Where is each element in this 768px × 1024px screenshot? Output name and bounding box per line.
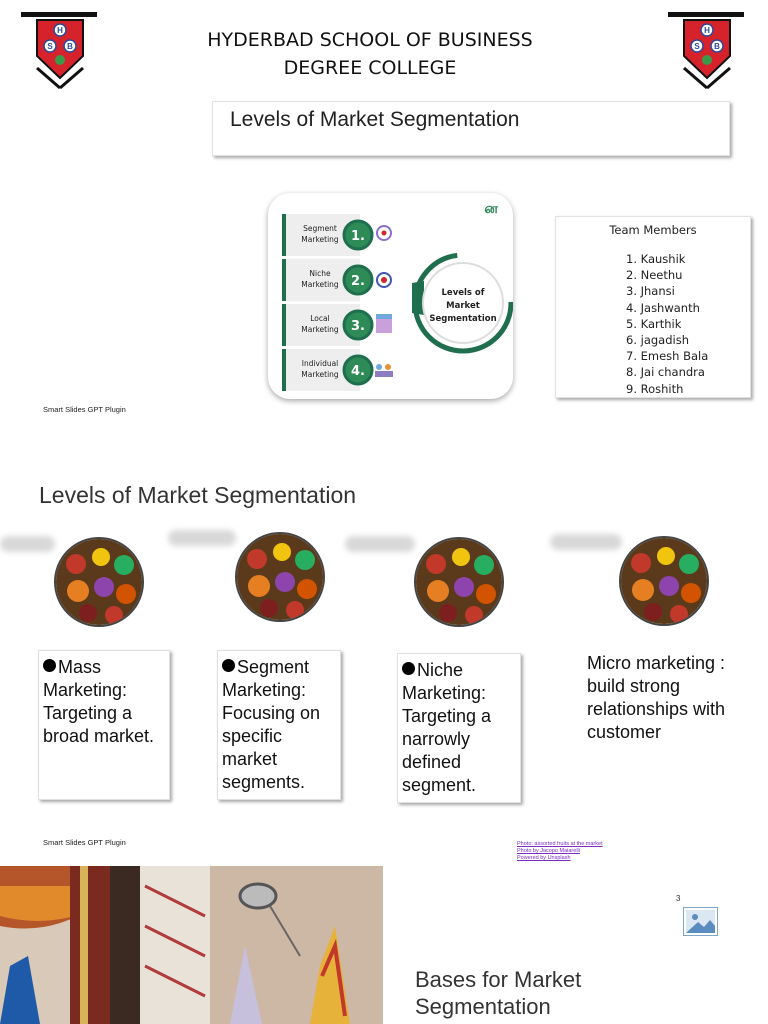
row-label-line1: Individual xyxy=(302,359,339,368)
infographic-row: 4. Individual Marketing xyxy=(282,349,393,391)
bullet-icon xyxy=(43,659,56,672)
page-number: 3 xyxy=(676,894,681,903)
team-member: 7. Emesh Bala xyxy=(626,349,709,364)
card-text: Niche Marketing: Targeting a narrowly de… xyxy=(402,660,492,795)
card-text: Mass Marketing: Targeting a broad market… xyxy=(43,657,155,746)
target-icon xyxy=(376,225,392,241)
logo-letter: B xyxy=(67,42,73,51)
segment-card-mass: Mass Marketing: Targeting a broad market… xyxy=(38,650,170,800)
brand-logo-icon: ன xyxy=(484,201,498,217)
micro-marketing-text: Micro marketing : build strong relations… xyxy=(587,653,726,742)
fruit-market-photo xyxy=(54,537,144,627)
plugin-footer: Smart Slides GPT Plugin xyxy=(43,405,126,414)
team-member: 8. Jai chandra xyxy=(626,365,705,380)
team-heading: Team Members xyxy=(609,223,697,237)
people-icon xyxy=(375,364,393,377)
dartboard-icon xyxy=(376,272,392,288)
logo-letter: B xyxy=(714,42,720,51)
fruit-market-photo xyxy=(414,537,504,627)
team-member: 2. Neethu xyxy=(626,268,683,283)
bullet-icon xyxy=(402,662,415,675)
logo-letter: H xyxy=(704,26,710,35)
team-member: 3. Jhansi xyxy=(626,284,675,299)
college-logo-right: H S B xyxy=(662,8,752,98)
segment-card-niche: Niche Marketing: Targeting a narrowly de… xyxy=(397,653,521,803)
team-member: 9. Roshith xyxy=(626,381,684,396)
blurred-decoration xyxy=(345,536,415,552)
center-label-line2: Market xyxy=(446,301,480,311)
college-logo-left: H S B xyxy=(15,8,105,98)
center-label-line3: Segmentation xyxy=(429,314,496,324)
team-member: 6. jagadish xyxy=(626,333,689,348)
infographic-row: 2. Niche Marketing xyxy=(282,259,392,301)
image-placeholder-icon xyxy=(683,907,718,936)
college-name: HYDERBAD SCHOOL OF BUSINESS DEGREE COLLE… xyxy=(170,26,570,82)
row-label-line2: Marketing xyxy=(301,325,339,334)
photo-credit-link[interactable]: Photo by Jacopo Maiarelli xyxy=(517,848,580,854)
infographic-row: 3. Local Marketing xyxy=(282,304,392,346)
fruit-market-photo xyxy=(235,532,325,622)
row-label-line1: Local xyxy=(310,314,329,323)
segmentation-infographic: ன 1. Segment Marketing 2. Niche Marketin… xyxy=(268,193,513,399)
photo-credit-link[interactable]: Photo: assorted fruits at the market xyxy=(517,841,603,847)
shop-icon xyxy=(376,314,392,333)
center-label-line1: Levels of xyxy=(442,288,485,298)
row-label-line2: Marketing xyxy=(301,370,339,379)
row-number: 2. xyxy=(351,274,365,289)
row-number: 4. xyxy=(351,364,365,379)
team-member: 1. Kaushik xyxy=(626,252,686,266)
team-member: 4. Jashwanth xyxy=(626,300,700,315)
logo-letter: S xyxy=(694,42,700,51)
bullet-icon xyxy=(222,659,235,672)
blurred-decoration xyxy=(168,530,236,546)
team-list: 1. Kaushik 2. Neethu 3. Jhansi 4. Jashwa… xyxy=(626,251,750,397)
row-label-line2: Marketing xyxy=(301,235,339,244)
row-label-line1: Segment xyxy=(303,224,337,233)
slide1-title: Levels of Market Segmentation xyxy=(212,101,730,156)
plugin-footer: Smart Slides GPT Plugin xyxy=(43,838,126,847)
blurred-decoration xyxy=(0,536,55,552)
textile-market-photo xyxy=(0,866,383,1024)
team-members-box: Team Members 1. Kaushik 2. Neethu 3. Jha… xyxy=(555,216,751,398)
logo-letter: H xyxy=(57,26,63,35)
row-label-line2: Marketing xyxy=(301,280,339,289)
blurred-decoration xyxy=(550,534,622,550)
segment-card-segment: Segment Marketing: Focusing on specific … xyxy=(217,650,341,800)
card-text: Segment Marketing: Focusing on specific … xyxy=(222,657,321,792)
college-name-line1: HYDERBAD SCHOOL OF BUSINESS xyxy=(207,29,533,51)
photo-credit-link[interactable]: Powered by Unsplash xyxy=(517,855,571,861)
fruit-market-photo xyxy=(619,536,709,626)
slide3-title: Bases for Market Segmentation xyxy=(415,967,582,1019)
slide2-title: Levels of Market Segmentation xyxy=(39,482,357,508)
logo-letter: S xyxy=(47,42,53,51)
row-label-line1: Niche xyxy=(309,269,331,278)
college-name-line2: DEGREE COLLEGE xyxy=(283,57,457,79)
infographic-row: 1. Segment Marketing xyxy=(282,214,392,256)
team-member: 5. Karthik xyxy=(626,316,682,331)
row-number: 1. xyxy=(351,229,365,244)
row-number: 3. xyxy=(351,319,365,334)
